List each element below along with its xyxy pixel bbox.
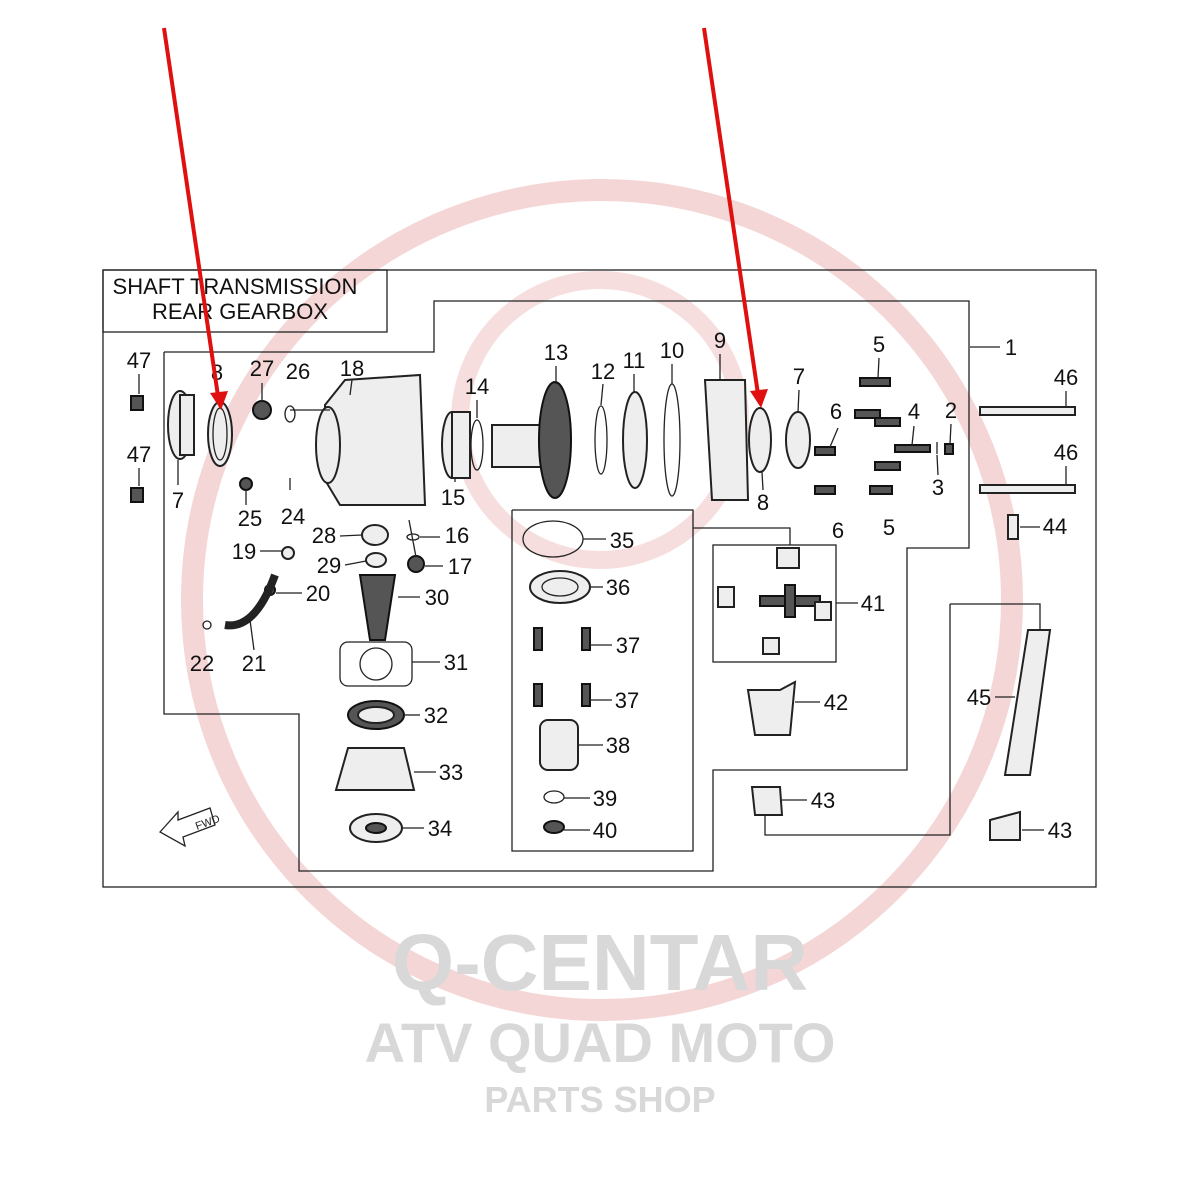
callout: 5 bbox=[883, 515, 895, 540]
callout: 24 bbox=[281, 504, 305, 529]
callout: 47 bbox=[127, 348, 151, 373]
callout: 42 bbox=[824, 690, 848, 715]
callout: 27 bbox=[250, 356, 274, 381]
diagram-frame bbox=[102, 269, 1097, 888]
callout: 14 bbox=[465, 374, 489, 399]
red-arrow-left bbox=[162, 27, 220, 397]
callout: 16 bbox=[445, 523, 469, 548]
group-outline-1 bbox=[163, 300, 970, 872]
callout-labels: 47 47 7 8 27 26 18 25 24 14 15 13 12 11 … bbox=[127, 328, 1078, 843]
callout: 13 bbox=[544, 340, 568, 365]
callout: 41 bbox=[861, 591, 885, 616]
pinion-gear bbox=[358, 574, 397, 641]
callout: 39 bbox=[593, 786, 617, 811]
callout: 2 bbox=[945, 398, 957, 423]
callout: 25 bbox=[238, 506, 262, 531]
group-outline-35 bbox=[511, 509, 694, 852]
callout: 19 bbox=[232, 539, 256, 564]
callout: 6 bbox=[832, 518, 844, 543]
callout: 10 bbox=[660, 338, 684, 363]
callout: 5 bbox=[873, 332, 885, 357]
group-outline-link bbox=[693, 527, 791, 545]
callout: 46 bbox=[1054, 440, 1078, 465]
callout: 28 bbox=[312, 523, 336, 548]
callout: 9 bbox=[714, 328, 726, 353]
annotation-arrows bbox=[162, 27, 768, 410]
arrowhead-left-icon bbox=[210, 391, 228, 410]
callout: 37 bbox=[616, 633, 640, 658]
callout: 33 bbox=[439, 760, 463, 785]
callout: 1 bbox=[1005, 335, 1017, 360]
leader-lines bbox=[138, 346, 1067, 831]
callout: 45 bbox=[967, 685, 991, 710]
watermark-line2: ATV QUAD MOTO bbox=[365, 1011, 836, 1074]
callout: 43 bbox=[1048, 818, 1072, 843]
callout: 6 bbox=[830, 399, 842, 424]
fwd-label: FWD bbox=[194, 813, 222, 833]
title-box bbox=[102, 269, 388, 333]
callout: 11 bbox=[623, 348, 646, 373]
watermark-brand: Q-CENTAR bbox=[392, 918, 808, 1007]
callout: 47 bbox=[127, 442, 151, 467]
drive-shaft bbox=[1003, 629, 1052, 776]
callout: 44 bbox=[1043, 514, 1067, 539]
callout: 36 bbox=[606, 575, 630, 600]
callout: 22 bbox=[190, 651, 214, 676]
callout: 34 bbox=[428, 816, 452, 841]
arrowhead-right-icon bbox=[750, 389, 768, 408]
callout: 17 bbox=[448, 554, 472, 579]
callout: 35 bbox=[610, 528, 634, 553]
group-outline-43 bbox=[764, 604, 951, 836]
fwd-arrow-icon bbox=[158, 807, 216, 848]
title-line2: REAR GEARBOX bbox=[152, 299, 328, 324]
callout: 12 bbox=[591, 359, 615, 384]
callout: 3 bbox=[932, 475, 944, 500]
parts: FWD bbox=[130, 373, 1076, 848]
callout: 4 bbox=[908, 399, 920, 424]
callout: 32 bbox=[424, 703, 448, 728]
callout: 31 bbox=[444, 650, 468, 675]
callout: 26 bbox=[286, 359, 310, 384]
red-arrow-right bbox=[702, 27, 760, 395]
watermark-line3: PARTS SHOP bbox=[484, 1079, 715, 1120]
callout: 46 bbox=[1054, 365, 1078, 390]
title-line1: SHAFT TRANSMISSION bbox=[113, 274, 358, 299]
callout: 30 bbox=[425, 585, 449, 610]
callout: 21 bbox=[242, 651, 266, 676]
callout: 37 bbox=[615, 688, 639, 713]
callout: 29 bbox=[317, 553, 341, 578]
callout: 43 bbox=[811, 788, 835, 813]
callout: 20 bbox=[306, 581, 330, 606]
callout: 7 bbox=[172, 488, 184, 513]
callout: 8 bbox=[757, 490, 769, 515]
callout: 38 bbox=[606, 733, 630, 758]
callout: 7 bbox=[793, 364, 805, 389]
callout: 18 bbox=[340, 356, 364, 381]
watermark: Q-CENTAR ATV QUAD MOTO PARTS SHOP bbox=[365, 918, 836, 1120]
callout: 40 bbox=[593, 818, 617, 843]
callout: 15 bbox=[441, 485, 465, 510]
